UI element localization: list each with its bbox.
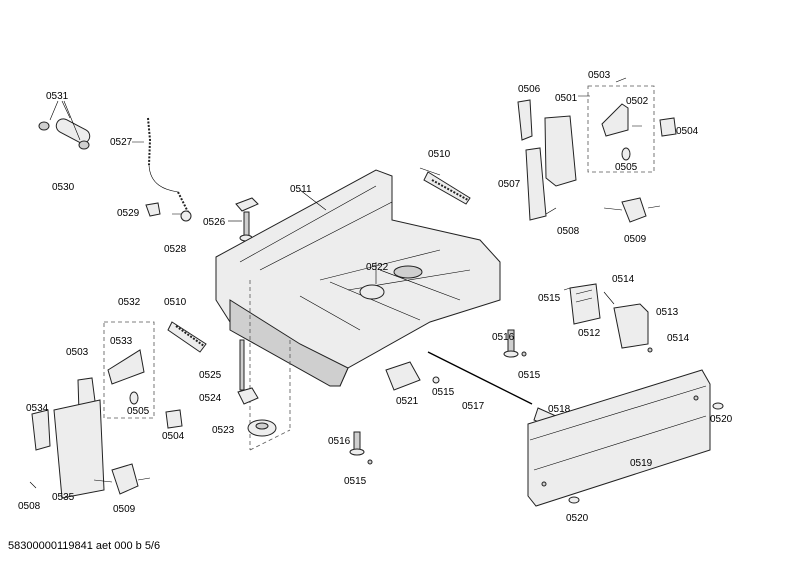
control-module-group bbox=[503, 283, 653, 358]
label-0515: 0515 bbox=[344, 476, 367, 487]
label-0504: 0504 bbox=[162, 431, 185, 442]
label-0510: 0510 bbox=[428, 149, 451, 160]
rod-and-valve-group bbox=[385, 351, 557, 429]
label-0535: 0535 bbox=[52, 492, 75, 503]
label-0509: 0509 bbox=[113, 504, 136, 515]
label-0516: 0516 bbox=[492, 332, 515, 343]
spring-bar-upper-part bbox=[423, 171, 471, 205]
label-0529: 0529 bbox=[117, 208, 140, 219]
label-0507: 0507 bbox=[498, 179, 521, 190]
front-panel-part bbox=[527, 369, 724, 507]
label-0513: 0513 bbox=[656, 307, 679, 318]
label-0516: 0516 bbox=[328, 436, 351, 447]
label-0520: 0520 bbox=[710, 414, 733, 425]
lower-screw-part bbox=[349, 431, 373, 465]
label-0525: 0525 bbox=[199, 370, 222, 381]
label-0505: 0505 bbox=[127, 406, 150, 417]
mounting-bracket-part bbox=[228, 197, 259, 242]
hose-connector-part bbox=[38, 100, 91, 150]
spring-hose-part bbox=[132, 117, 192, 222]
left-bracket-group bbox=[29, 321, 207, 499]
label-0534: 0534 bbox=[26, 403, 49, 414]
drain-pump-group bbox=[237, 339, 277, 437]
label-0504: 0504 bbox=[676, 126, 699, 137]
label-0515: 0515 bbox=[518, 370, 541, 381]
right-bracket-group bbox=[517, 77, 677, 223]
label-0506: 0506 bbox=[518, 84, 541, 95]
label-0518: 0518 bbox=[548, 404, 571, 415]
label-0505: 0505 bbox=[615, 162, 638, 173]
label-0533: 0533 bbox=[110, 336, 133, 347]
label-0532: 0532 bbox=[118, 297, 141, 308]
label-0512: 0512 bbox=[578, 328, 601, 339]
label-0510: 0510 bbox=[164, 297, 187, 308]
label-0508: 0508 bbox=[557, 226, 580, 237]
label-0515: 0515 bbox=[432, 387, 455, 398]
label-0522: 0522 bbox=[366, 262, 389, 273]
label-0531: 0531 bbox=[46, 91, 69, 102]
label-0519: 0519 bbox=[630, 458, 653, 469]
label-0503: 0503 bbox=[588, 70, 611, 81]
label-0514: 0514 bbox=[612, 274, 635, 285]
label-0511: 0511 bbox=[290, 184, 312, 195]
label-0520: 0520 bbox=[566, 513, 589, 524]
label-0521: 0521 bbox=[396, 396, 419, 407]
label-0524: 0524 bbox=[199, 393, 222, 404]
base-tub-part bbox=[215, 167, 501, 451]
label-0515: 0515 bbox=[538, 293, 561, 304]
label-0514: 0514 bbox=[667, 333, 690, 344]
label-0508: 0508 bbox=[18, 501, 41, 512]
label-0503: 0503 bbox=[66, 347, 89, 358]
label-0527: 0527 bbox=[110, 137, 133, 148]
label-0526: 0526 bbox=[203, 217, 226, 228]
label-0528: 0528 bbox=[164, 244, 187, 255]
document-code: 58300000119841 aet 000 b 5/6 bbox=[8, 540, 161, 552]
part-labels: 0531 0530 0527 0529 0528 0526 0511 0510 … bbox=[18, 70, 733, 524]
label-0502: 0502 bbox=[626, 96, 649, 107]
label-0517: 0517 bbox=[462, 401, 485, 412]
label-0501: 0501 bbox=[555, 93, 578, 104]
label-0530: 0530 bbox=[52, 182, 75, 193]
label-0509: 0509 bbox=[624, 234, 647, 245]
label-0523: 0523 bbox=[212, 425, 235, 436]
